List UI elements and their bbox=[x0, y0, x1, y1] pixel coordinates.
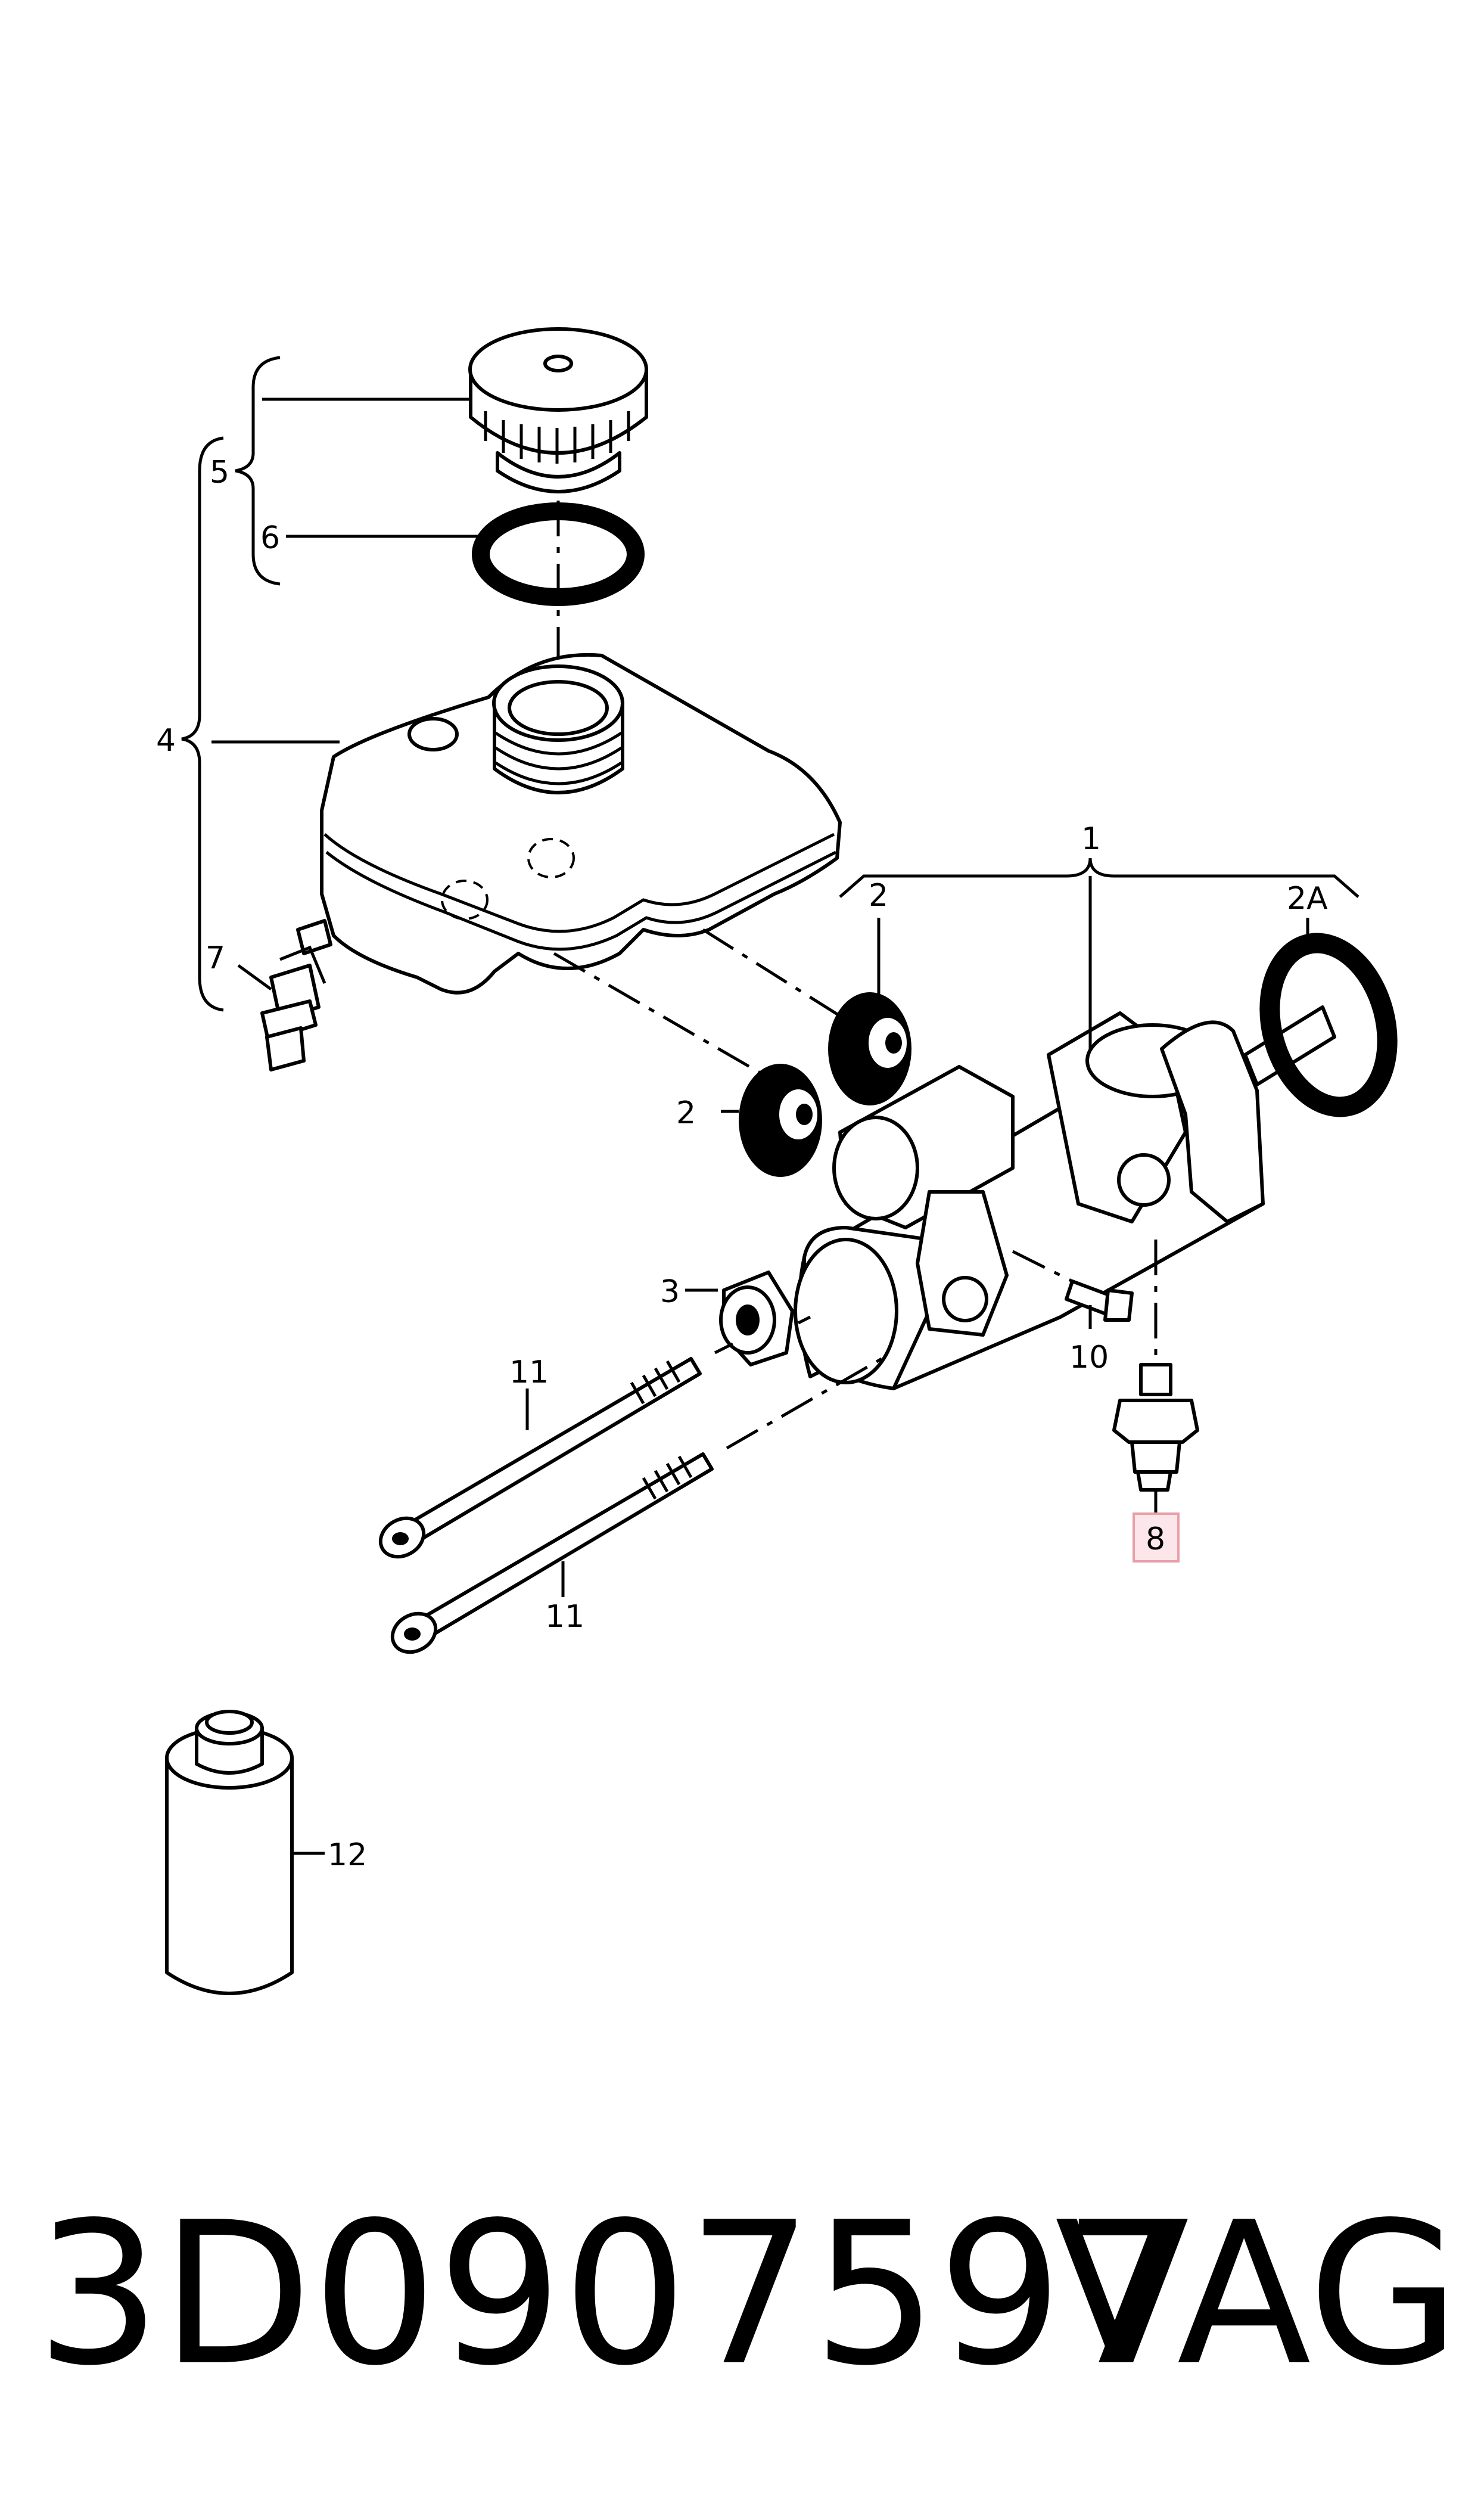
callout-3: 3 bbox=[660, 1274, 680, 1310]
hex-bolt bbox=[1012, 1250, 1134, 1322]
leader-lines bbox=[181, 356, 1359, 1855]
callout-2a: 2A bbox=[1287, 881, 1328, 917]
reservoir-cap bbox=[468, 327, 648, 493]
long-bolt-lower bbox=[390, 1452, 714, 1654]
callout-7: 7 bbox=[206, 940, 225, 976]
long-bolt-upper bbox=[378, 1357, 702, 1559]
sealing-plug bbox=[719, 1271, 794, 1366]
exploded-parts-diagram: 1 2 2 2A 3 4 5 6 7 8 10 11 11 12 bbox=[156, 327, 1398, 1995]
callout-2-lower: 2 bbox=[676, 1095, 696, 1131]
callout-11-lower: 11 bbox=[545, 1599, 584, 1635]
callout-11-upper: 11 bbox=[509, 1355, 549, 1390]
brand-label: VAG bbox=[1054, 2180, 1460, 2409]
callout-labels: 1 2 2 2A 3 4 5 6 7 8 10 11 11 12 bbox=[156, 455, 1328, 1873]
callout-8: 8 bbox=[1146, 1521, 1165, 1557]
seal-grommet-right bbox=[828, 992, 911, 1105]
callout-6: 6 bbox=[260, 520, 280, 556]
part-number: 3D0907597 bbox=[36, 2180, 1188, 2409]
brake-master-cylinder bbox=[794, 1005, 1336, 1390]
footer: 3D0907597 VAG bbox=[0, 2169, 1484, 2419]
callout-5: 5 bbox=[210, 455, 229, 490]
callout-10: 10 bbox=[1069, 1340, 1109, 1375]
callout-4: 4 bbox=[156, 723, 176, 759]
brake-fluid-bottle bbox=[165, 1710, 294, 1995]
callout-2-upper: 2 bbox=[869, 878, 888, 914]
callout-1: 1 bbox=[1081, 821, 1101, 857]
highlight-box bbox=[1133, 1512, 1180, 1563]
seal-grommet-left bbox=[739, 1064, 822, 1177]
brake-fluid-reservoir bbox=[279, 653, 842, 995]
pressure-sensor bbox=[1112, 1240, 1199, 1492]
level-warning-contact bbox=[260, 964, 321, 1071]
callout-12: 12 bbox=[328, 1837, 367, 1873]
